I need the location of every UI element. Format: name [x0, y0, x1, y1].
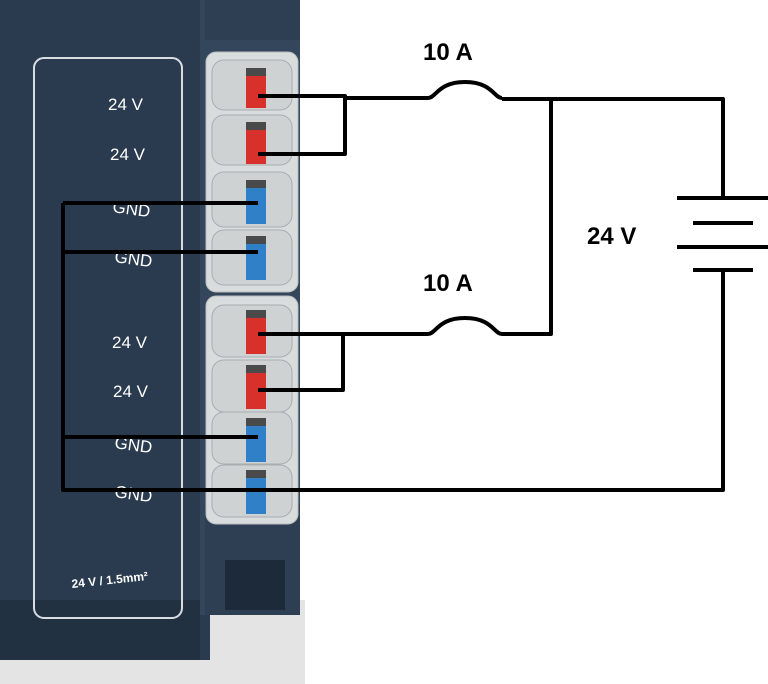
connector-block-bottom	[205, 295, 299, 525]
lever-ground	[246, 180, 266, 514]
battery-symbol	[677, 196, 768, 272]
terminal-label: 24 V	[113, 382, 149, 401]
label-panel	[33, 57, 183, 619]
lever-positive	[246, 68, 266, 409]
fuse-top-symbol	[427, 80, 503, 100]
fuse-bottom-label: 10 A	[423, 270, 473, 297]
wires	[61, 80, 725, 492]
terminal-label: 24 V	[108, 95, 144, 114]
wire-top-positive	[258, 94, 347, 156]
terminal-label: 24 V	[112, 333, 148, 352]
fuse-bottom-symbol	[427, 316, 503, 336]
wire-bottom-positive	[258, 332, 345, 392]
fuse-top-label: 10 A	[423, 39, 473, 66]
wire-top-to-battery	[502, 97, 725, 198]
wire-ground-bus	[61, 203, 725, 492]
battery-label: 24 V	[587, 223, 636, 250]
terminal-label: 24 V	[110, 145, 146, 164]
wire-bottom-join	[502, 99, 553, 336]
